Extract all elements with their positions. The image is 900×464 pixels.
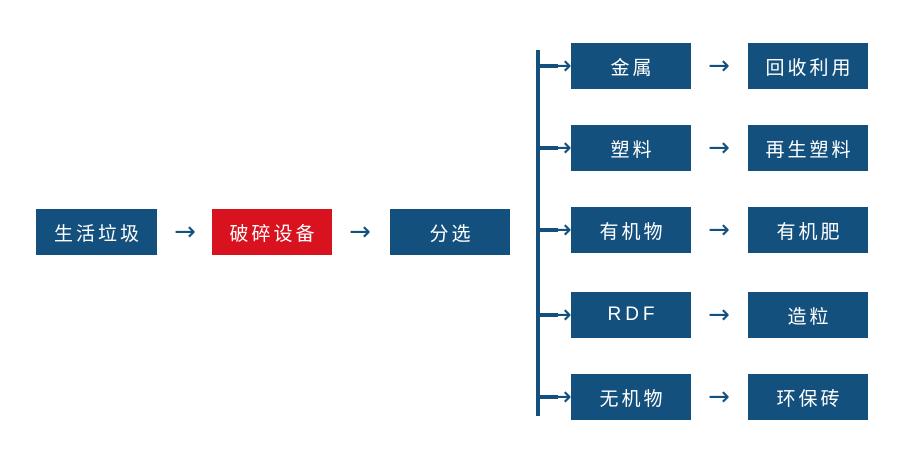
product-box-eco-brick[interactable]: 环保砖 xyxy=(748,374,868,420)
branch-stem xyxy=(536,146,558,150)
product-box-pelletizing[interactable]: 造粒 xyxy=(748,292,868,338)
branch-connector: → xyxy=(536,217,572,243)
arrow-right-icon: → xyxy=(708,300,730,330)
arrow-right-icon: → xyxy=(708,382,730,412)
process-box-sorting[interactable]: 分选 xyxy=(390,209,510,255)
arrow-right-icon: → xyxy=(550,215,572,245)
arrow-right-icon: → xyxy=(708,215,730,245)
branch-stem xyxy=(536,313,558,317)
arrow-right-icon: → xyxy=(550,51,572,81)
product-box-recycled-plastic[interactable]: 再生塑料 xyxy=(748,125,868,171)
branch-stem xyxy=(536,64,558,68)
process-box-input[interactable]: 生活垃圾 xyxy=(36,209,157,255)
arrow-right-icon: → xyxy=(550,133,572,163)
arrow-right-icon: → xyxy=(550,382,572,412)
fraction-box-inorganic[interactable]: 无机物 xyxy=(571,374,691,420)
fraction-box-rdf[interactable]: RDF xyxy=(571,292,691,338)
arrow-right-icon: → xyxy=(708,51,730,81)
product-box-organic-fertilizer[interactable]: 有机肥 xyxy=(748,207,868,253)
arrow-right-icon: → xyxy=(708,133,730,163)
branch-connector: → xyxy=(536,384,572,410)
splitter-trunk-line xyxy=(536,50,540,416)
arrow-right-icon: → xyxy=(349,217,371,247)
fraction-box-organic[interactable]: 有机物 xyxy=(571,207,691,253)
arrow-right-icon: → xyxy=(174,217,196,247)
branch-connector: → xyxy=(536,302,572,328)
arrow-right-icon: → xyxy=(550,300,572,330)
branch-stem xyxy=(536,228,558,232)
branch-connector: → xyxy=(536,53,572,79)
branch-stem xyxy=(536,395,558,399)
process-box-crusher[interactable]: 破碎设备 xyxy=(212,209,332,255)
branch-connector: → xyxy=(536,135,572,161)
fraction-box-plastic[interactable]: 塑料 xyxy=(571,125,691,171)
fraction-box-metal[interactable]: 金属 xyxy=(571,43,691,89)
product-box-recycling[interactable]: 回收利用 xyxy=(748,43,868,89)
